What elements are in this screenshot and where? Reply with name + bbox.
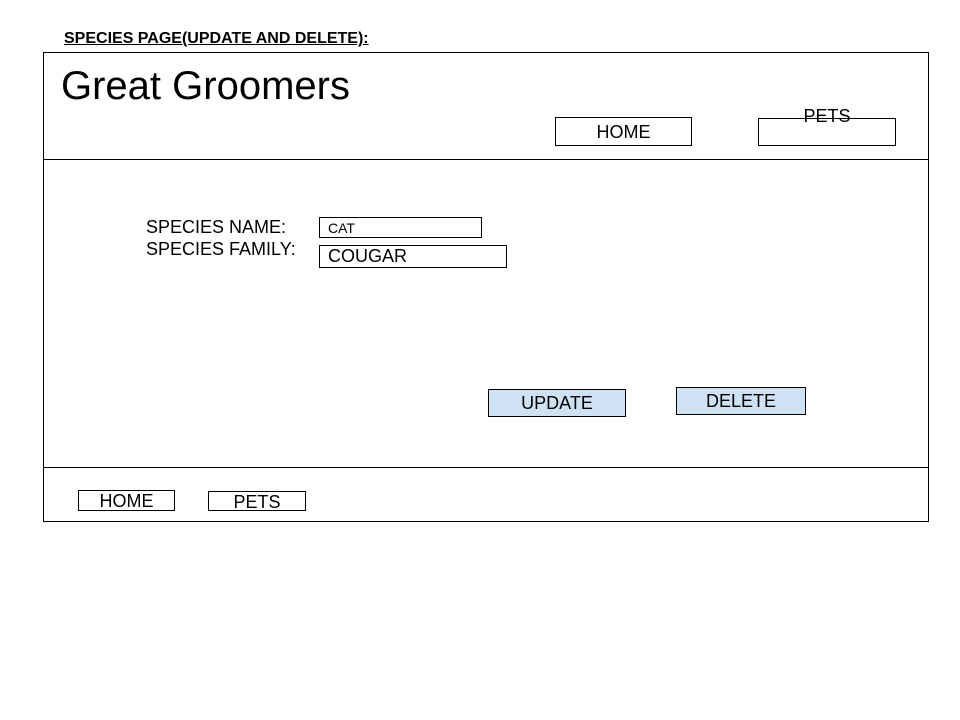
footer-divider (44, 467, 928, 468)
brand-title: Great Groomers (61, 64, 350, 108)
footer-nav-pets[interactable]: PETS (208, 491, 306, 512)
header-divider (44, 159, 928, 160)
header-nav-pets-label: PETS (803, 106, 851, 126)
footer-nav-pets-label: PETS (233, 492, 281, 512)
header-nav-home-label: HOME (596, 122, 651, 142)
species-name-input[interactable] (319, 217, 482, 238)
update-button[interactable]: UPDATE (488, 389, 626, 417)
header-nav-home[interactable]: HOME (555, 117, 692, 146)
delete-button[interactable]: DELETE (676, 387, 806, 415)
page-frame: Great Groomers HOME PETS SPECIES NAME: S… (43, 52, 929, 522)
species-name-label: SPECIES NAME: (146, 217, 287, 237)
species-family-input[interactable] (319, 245, 507, 268)
footer-nav-home[interactable]: HOME (78, 490, 175, 511)
header-nav-pets[interactable]: PETS (758, 106, 896, 146)
page-heading: SPECIES PAGE(UPDATE AND DELETE): (64, 30, 369, 47)
footer-nav-home-label: HOME (99, 491, 154, 511)
species-family-label: SPECIES FAMILY: (146, 239, 296, 259)
